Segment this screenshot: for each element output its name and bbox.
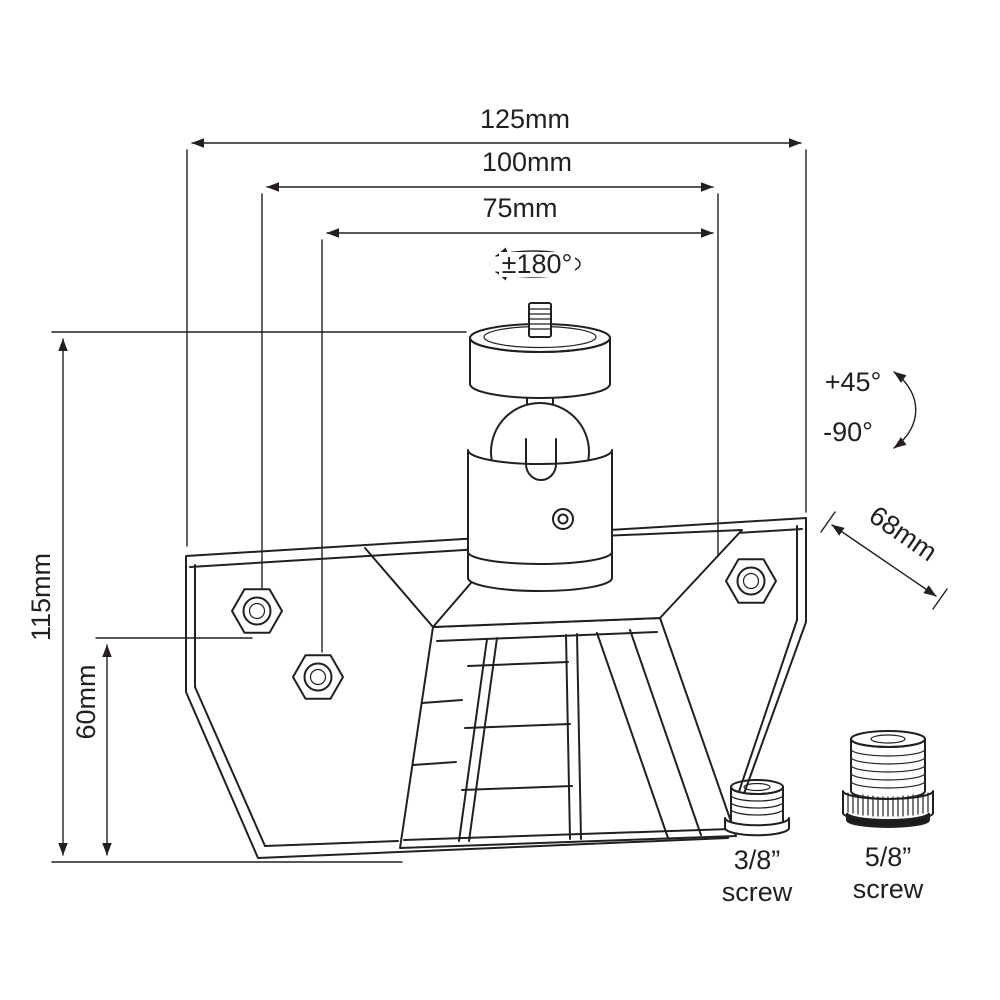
front-box-shelf-4 [464, 723, 571, 729]
hex-bolt-right [725, 558, 777, 604]
dimension-width-inner: 75mm [321, 193, 714, 653]
adapter-small-top-rim [730, 779, 784, 795]
front-box-shelf-5 [461, 785, 573, 791]
front-box-rib-1b [468, 637, 498, 842]
dimension-height-lower: 60mm [71, 637, 253, 856]
swivel-label-mask [499, 252, 575, 277]
dim-depth-label: 68mm [864, 500, 943, 567]
adapter-large-hole [870, 734, 906, 744]
dim-height-lower-label: 60mm [71, 664, 101, 739]
adapter-3-8-screw: 3/8” screw [722, 779, 793, 907]
front-box-diagonal-rib-1 [596, 632, 669, 839]
dim-width-inner-label: 75mm [482, 193, 557, 223]
bracket-front-box [399, 617, 737, 849]
tilt-rotation-indicator: +45° -90° [823, 367, 917, 449]
tilt-arrow-arc [893, 371, 917, 449]
dimension-width-outer: 125mm [186, 104, 807, 547]
adapter-large-top-rim [850, 730, 926, 748]
adapter-small-screw-label: screw [722, 877, 793, 907]
adapter-large-size-label: 5/8” [865, 842, 912, 872]
front-box-shelf-2 [412, 761, 457, 766]
tilt-up-label: +45° [825, 367, 882, 397]
clamp-screw [552, 508, 574, 530]
bracket-left-fold-line [364, 547, 434, 628]
front-box-top-band [436, 631, 658, 642]
front-box-diagonal-rib-2 [629, 629, 702, 836]
adapter-small-flange [724, 817, 790, 837]
swivel-rotation-indicator: ±180° [495, 247, 581, 281]
adapter-large-screw-label: screw [853, 874, 924, 904]
adapter-small-size-label: 3/8” [734, 845, 781, 875]
hex-bolt-left-lower [292, 654, 344, 700]
tilt-down-label: -90° [823, 417, 873, 447]
adapter-large-knurl-lines [847, 792, 929, 817]
front-box-rib-2b [576, 633, 582, 840]
adapter-small-hole [743, 782, 771, 792]
adapter-small-ring-2 [730, 801, 784, 809]
adapter-large-thread-lines [850, 748, 926, 789]
depth-end-tick-2 [932, 588, 948, 610]
bracket-left-inner-chamfer [194, 686, 266, 847]
dim-height-total-label: 115mm [26, 553, 56, 641]
housing-seam-line [467, 551, 613, 565]
dim-width-outer-label: 125mm [480, 104, 570, 134]
front-box-rib-2a [565, 634, 571, 840]
dimension-height-total: 115mm [26, 331, 467, 863]
stud-thread-lines [528, 308, 552, 330]
dimension-depth: 68mm [820, 500, 948, 610]
depth-end-tick-1 [820, 511, 836, 533]
front-box-shelf-1 [421, 699, 463, 704]
clamp-screw-center [557, 513, 569, 525]
threaded-stud [528, 302, 552, 338]
swivel-label: ±180° [502, 249, 573, 279]
ball-head-assembly [467, 302, 613, 592]
housing-front-slot [525, 438, 557, 481]
adapter-large-lock-ring [846, 812, 930, 828]
adapter-5-8-screw: 5/8” screw [842, 730, 934, 904]
dim-line-68 [831, 524, 937, 597]
adapter-small-ring-1 [730, 794, 784, 802]
hex-bolt-left-upper [231, 588, 283, 634]
dim-width-middle-label: 100mm [482, 147, 572, 177]
adapter-small-ring-3 [730, 808, 784, 816]
bracket-bottom-inner-band [264, 840, 399, 847]
mounting-bolts [231, 558, 777, 700]
front-box-shelf-3 [467, 661, 569, 667]
front-box-rib-1a [458, 638, 488, 842]
ball-housing-cylinder [467, 449, 613, 592]
front-box-bottom-band [403, 828, 731, 841]
dimension-width-middle: 100mm [261, 147, 719, 589]
